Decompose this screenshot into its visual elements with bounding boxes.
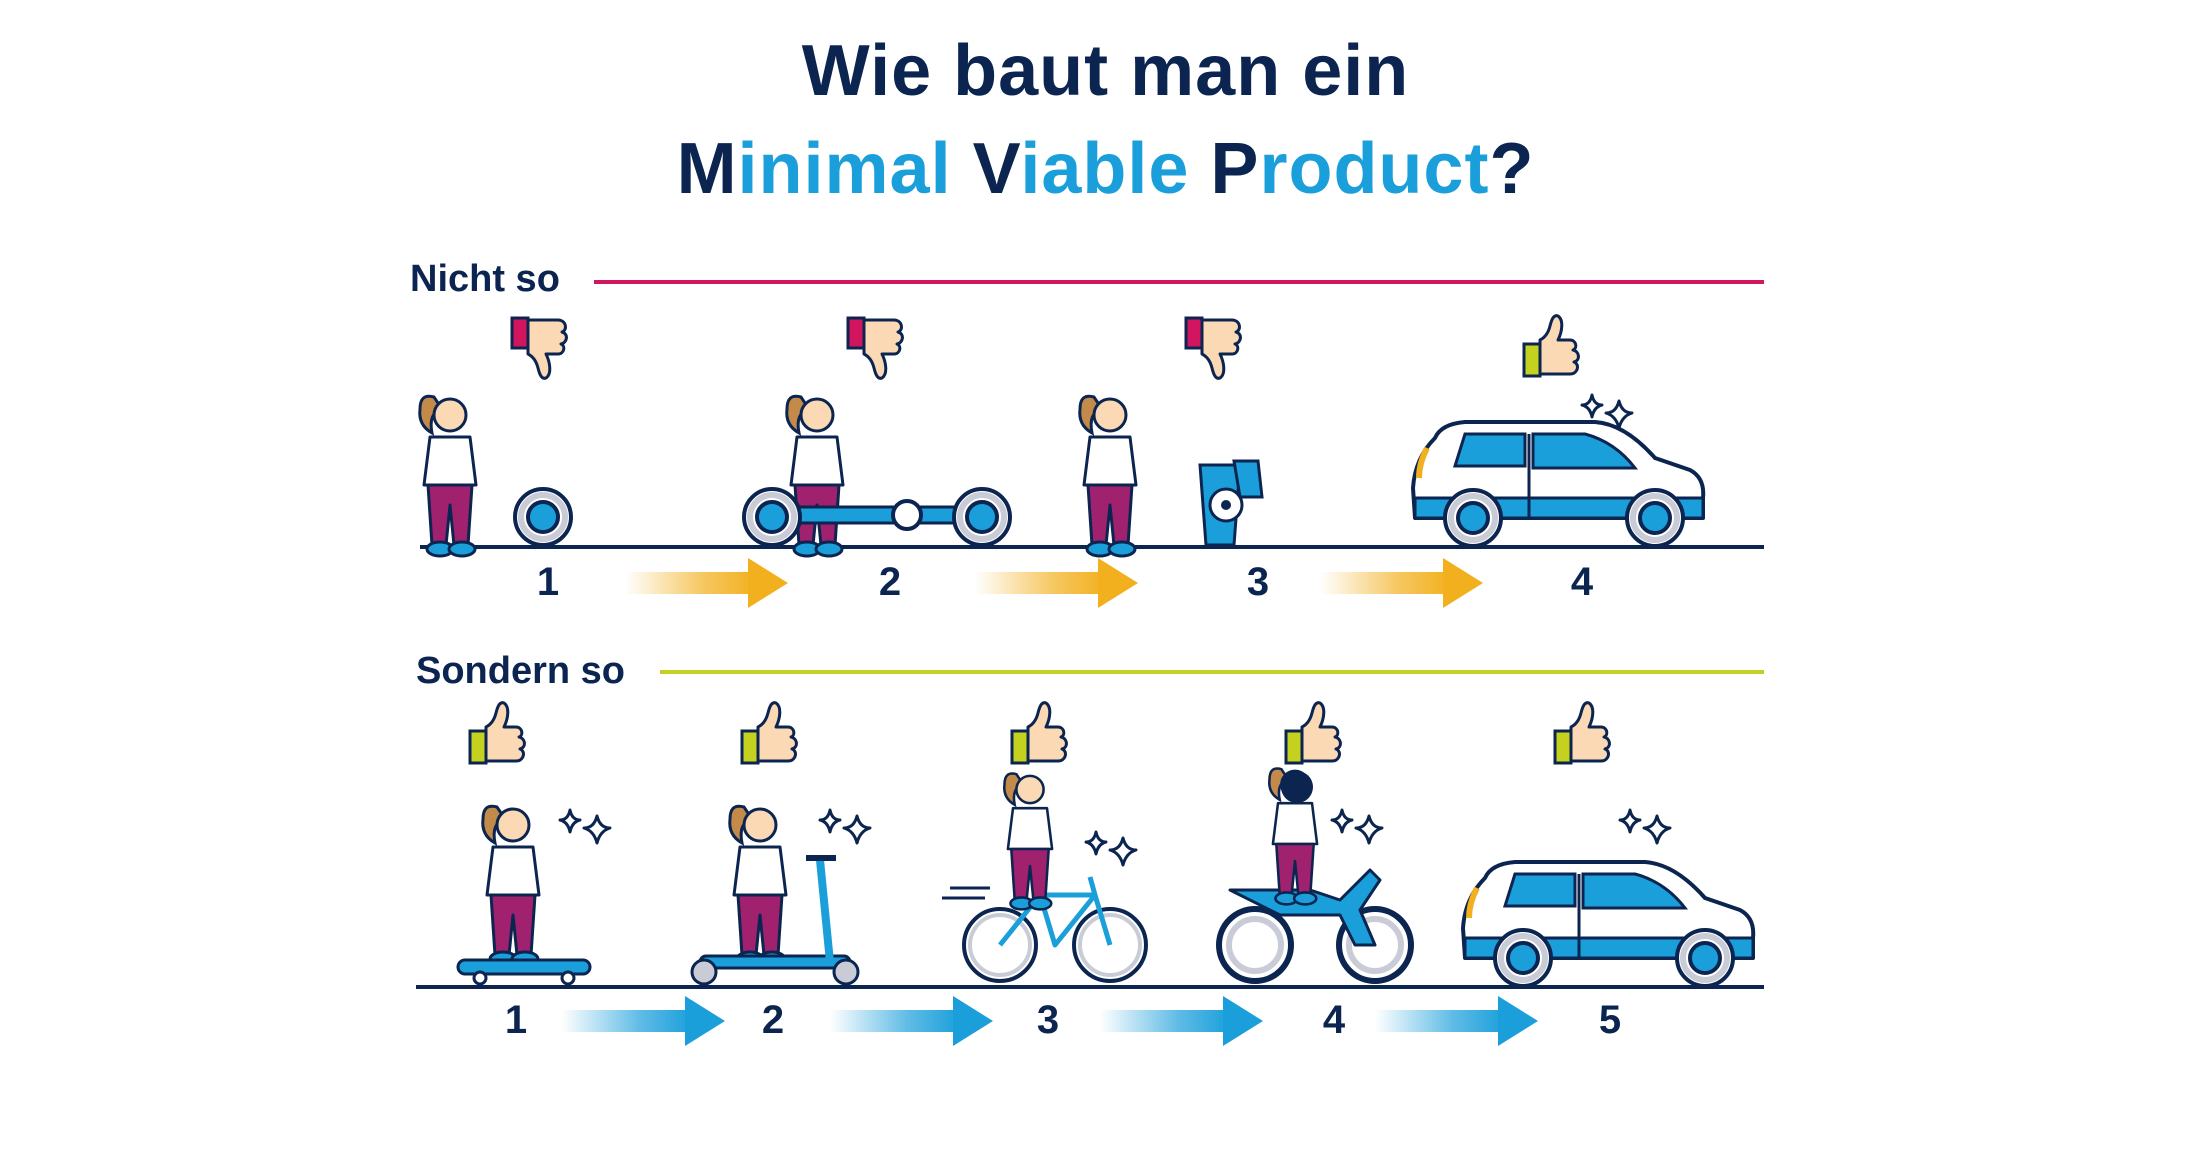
person-1-wrong [418, 394, 478, 558]
motorcycle [1216, 868, 1414, 984]
step-number-right-1: 1 [504, 998, 528, 1042]
title-iable: iable [1020, 129, 1211, 209]
step-number-wrong-4: 4 [1570, 560, 1594, 604]
divider-wrong [594, 280, 1764, 284]
arrow-icon [1100, 996, 1263, 1046]
thumbs-up-icon [1553, 701, 1611, 765]
thumbs-up-icon [1010, 701, 1068, 765]
thumbs-up-icon [1522, 314, 1580, 378]
step-number-right-2: 2 [761, 998, 785, 1042]
thumbs-up-icon [468, 701, 526, 765]
person-skateboard [481, 804, 541, 968]
thumbs-up-icon [1284, 701, 1342, 765]
sparkles-icon [558, 808, 612, 845]
sparkles-icon [1618, 808, 1672, 845]
step-number-right-3: 3 [1036, 998, 1060, 1042]
step-number-wrong-3: 3 [1246, 560, 1270, 604]
step-number-wrong-1: 1 [536, 560, 560, 604]
car-final-right [1463, 862, 1753, 986]
chassis-part [744, 489, 1010, 545]
sparkles-icon [818, 808, 872, 845]
step-number-right-4: 4 [1322, 998, 1346, 1042]
arrow-icon [1320, 558, 1483, 608]
title-inimal: inimal [737, 129, 973, 209]
scooter [690, 855, 860, 986]
title-line-1: Wie baut man ein [801, 31, 1410, 111]
arrow-icon [830, 996, 993, 1046]
title-v: V [972, 129, 1021, 209]
sparkles-icon [1084, 830, 1138, 867]
thumbs-down-icon [846, 316, 904, 380]
section-label-right: Sondern so [416, 650, 626, 692]
helmet-icon [1281, 771, 1313, 803]
skateboard [456, 958, 592, 986]
section-label-wrong: Nicht so [410, 258, 560, 300]
arrow-icon [562, 996, 725, 1046]
thumbs-up-icon [740, 701, 798, 765]
thumbs-down-icon [510, 316, 568, 380]
thumbs-down-icon [1184, 316, 1242, 380]
arrow-icon [625, 558, 788, 608]
engine-parts [1198, 459, 1264, 547]
car-final-wrong [1413, 422, 1703, 546]
speed-lines [942, 886, 990, 900]
arrow-icon [1375, 996, 1538, 1046]
title-question: ? [1489, 129, 1535, 209]
step-number-right-5: 5 [1598, 998, 1622, 1042]
title-line-2: Minimal Viable Product? [0, 128, 2211, 210]
title-m: M [676, 129, 738, 209]
person-bicycle [1003, 772, 1054, 911]
title-p: P [1210, 129, 1260, 209]
divider-right [660, 670, 1764, 674]
wheel-part [515, 489, 571, 545]
step-number-wrong-2: 2 [878, 560, 902, 604]
bicycle [964, 877, 1146, 981]
title-roduct: roduct [1259, 129, 1490, 209]
person-3-wrong [1078, 394, 1138, 558]
arrow-icon [975, 558, 1138, 608]
sparkles-icon [1330, 808, 1384, 845]
person-scooter [728, 804, 788, 968]
